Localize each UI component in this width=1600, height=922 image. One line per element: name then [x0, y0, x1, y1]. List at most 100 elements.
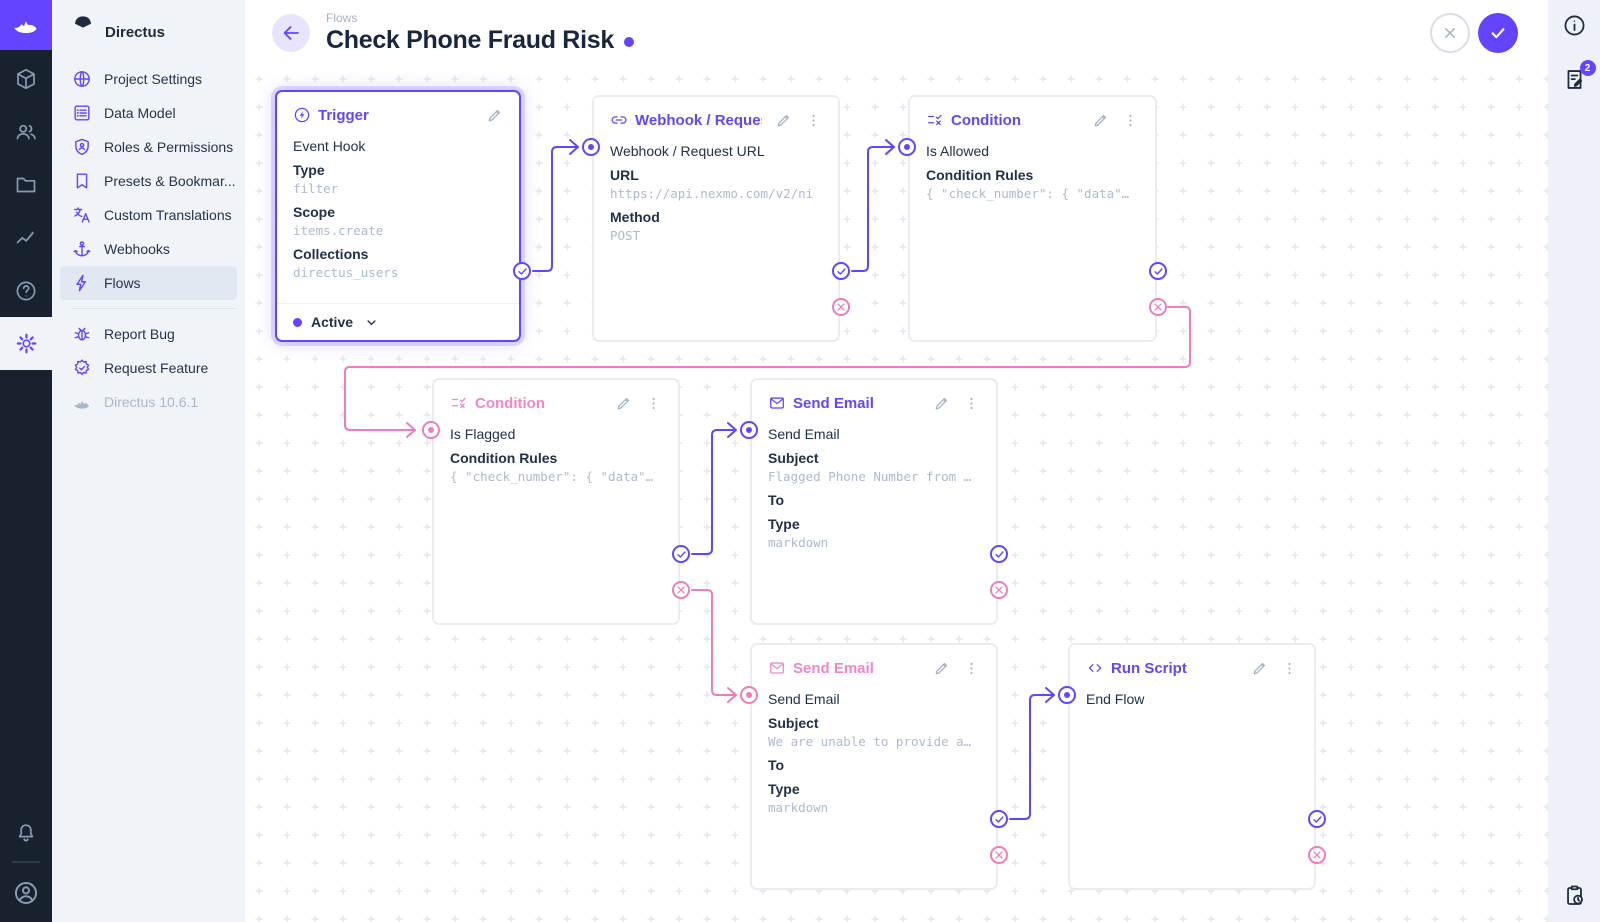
sidebar-item-project-settings[interactable]: Project Settings: [52, 62, 245, 96]
project-header[interactable]: Directus: [52, 0, 245, 50]
close-x-icon: [1440, 23, 1460, 43]
input-connector[interactable]: [740, 421, 758, 439]
resolve-connector[interactable]: [1308, 810, 1326, 828]
resolve-connector[interactable]: [990, 810, 1008, 828]
module-users[interactable]: [0, 105, 52, 158]
resolve-connector[interactable]: [513, 262, 531, 280]
reject-connector[interactable]: [990, 581, 1008, 599]
bookmark-icon: [72, 171, 92, 191]
condition-rule-icon: [926, 111, 944, 129]
field-value: { "check_number": { "data"…: [450, 469, 654, 484]
flow-panel-run-script[interactable]: Run Script End Flow: [1058, 643, 1326, 890]
more-menu-icon[interactable]: [963, 395, 980, 412]
data-model-icon: [72, 103, 92, 123]
reject-connector[interactable]: [832, 298, 850, 316]
flow-panel-webhook[interactable]: Webhook / Request URL Webhook / Request …: [582, 95, 850, 342]
more-menu-icon[interactable]: [1122, 112, 1139, 129]
save-button[interactable]: [1478, 12, 1518, 53]
reject-connector[interactable]: [1149, 298, 1167, 316]
sidebar-item-flows[interactable]: Flows: [60, 266, 237, 300]
discard-changes-button[interactable]: [1430, 12, 1470, 53]
edit-pencil-icon[interactable]: [1092, 112, 1109, 129]
field-value: items.create: [293, 223, 384, 238]
sidebar-item-custom-translations[interactable]: Custom Translations: [52, 198, 245, 232]
directus-logo-button[interactable]: [0, 0, 52, 50]
edit-pencil-icon[interactable]: [1251, 660, 1268, 677]
directus-rabbit-logo-icon: [11, 8, 41, 43]
revisions-button[interactable]: [1548, 883, 1600, 908]
flow-panel-condition-allowed[interactable]: Condition Is Allowed Condition Rules { "…: [898, 95, 1167, 342]
module-insights[interactable]: [0, 211, 52, 264]
field-label: Type: [768, 516, 800, 532]
module-help[interactable]: [0, 264, 52, 317]
sidebar-item-data-model[interactable]: Data Model: [52, 96, 245, 130]
resolve-connector[interactable]: [832, 262, 850, 280]
module-files[interactable]: [0, 158, 52, 211]
panel-name: Is Flagged: [450, 426, 516, 442]
status-dot: [293, 317, 302, 327]
more-menu-icon[interactable]: [805, 112, 822, 129]
reject-connector[interactable]: [990, 846, 1008, 864]
translate-icon: [72, 205, 92, 225]
info-sidebar-button[interactable]: [1562, 13, 1587, 38]
anchor-icon: [72, 239, 92, 259]
input-connector[interactable]: [422, 421, 440, 439]
flow-status-toggle[interactable]: Active: [277, 303, 519, 340]
input-connector[interactable]: [740, 686, 758, 704]
wire-condition-flagged-to-send-email-flagged: [691, 422, 737, 555]
sidebar-item-webhooks[interactable]: Webhooks: [52, 232, 245, 266]
flow-panel-trigger[interactable]: Trigger Event Hook Type filter Scope ite…: [275, 90, 531, 342]
flow-panel-send-email-unable[interactable]: Send Email Send Email Subject We are una…: [740, 643, 1008, 890]
breadcrumb[interactable]: Flows: [326, 10, 358, 25]
right-sidebar: 2: [1548, 0, 1600, 922]
notifications-button[interactable]: [14, 818, 38, 848]
edit-pencil-icon[interactable]: [933, 660, 950, 677]
field-label: To: [768, 757, 785, 773]
wire-trigger-to-webhook: [532, 139, 579, 272]
reject-connector[interactable]: [672, 581, 690, 599]
bug-icon: [72, 324, 92, 344]
sidebar-item-roles-permissions[interactable]: Roles & Permissions: [52, 130, 245, 164]
module-settings[interactable]: [0, 317, 52, 370]
back-button[interactable]: [272, 13, 310, 52]
wire-send-email-unable-to-run-script: [1009, 687, 1055, 820]
resolve-connector[interactable]: [990, 545, 1008, 563]
module-content[interactable]: [0, 52, 52, 105]
reject-connector[interactable]: [1308, 846, 1326, 864]
resolve-connector[interactable]: [672, 545, 690, 563]
input-connector[interactable]: [1058, 686, 1076, 704]
field-label: Type: [293, 162, 325, 178]
panel-name: Is Allowed: [926, 143, 990, 159]
more-menu-icon[interactable]: [645, 395, 662, 412]
panel-name: Send Email: [768, 691, 840, 707]
edit-pencil-icon[interactable]: [486, 107, 503, 124]
project-fan-logo-icon: [72, 12, 94, 39]
chevron-down-icon: [364, 315, 379, 330]
input-connector[interactable]: [898, 138, 916, 156]
circle-bolt-icon: [293, 106, 311, 124]
input-connector[interactable]: [582, 138, 600, 156]
logs-count-badge: 2: [1579, 60, 1596, 76]
flow-logs-button[interactable]: 2: [1562, 60, 1596, 92]
page-header: Flows Check Phone Fraud Risk: [245, 0, 1548, 65]
flow-panel-send-email-flagged[interactable]: Send Email Send Email Subject Flagged Ph…: [740, 378, 1008, 625]
edit-pencil-icon[interactable]: [933, 395, 950, 412]
field-value: markdown: [768, 800, 829, 815]
flow-canvas[interactable]: Trigger Event Hook Type filter Scope ite…: [245, 65, 1548, 922]
field-label: Subject: [768, 715, 819, 731]
more-menu-icon[interactable]: [1281, 660, 1298, 677]
status-label: Active: [311, 314, 354, 330]
user-menu-button[interactable]: [12, 876, 40, 910]
resolve-connector[interactable]: [1149, 262, 1167, 280]
sidebar-item-presets-bookmarks[interactable]: Presets & Bookmar...: [52, 164, 245, 198]
panel-title: Send Email: [793, 659, 874, 677]
wire-condition-allowed-reject-to-condition-flagged: [344, 306, 1191, 438]
edit-pencil-icon[interactable]: [615, 395, 632, 412]
edit-pencil-icon[interactable]: [775, 112, 792, 129]
sidebar-item-report-bug[interactable]: Report Bug: [52, 317, 245, 351]
sidebar-item-request-feature[interactable]: Request Feature: [52, 351, 245, 385]
more-menu-icon[interactable]: [963, 660, 980, 677]
panel-name: End Flow: [1086, 691, 1145, 707]
flow-panel-condition-flagged[interactable]: Condition Is Flagged Condition Rules { "…: [422, 378, 690, 625]
directus-rabbit-icon: [72, 392, 92, 412]
